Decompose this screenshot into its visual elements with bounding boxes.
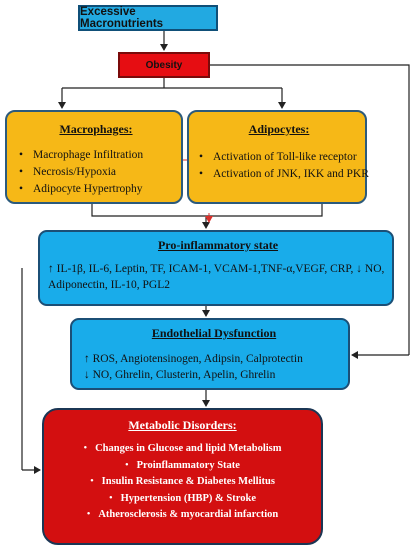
macrophages-item: Macrophage Infiltration [19,147,173,164]
line-obesity-to-right-rail [210,64,410,355]
endothelial-line-increase: ↑ ROS, Angiotensinogen, Adipsin, Calprot… [84,353,303,365]
endothelial-title: Endothelial Dysfunction [151,326,277,340]
adipocytes-node: Adipocytes: Activation of Toll-like rece… [187,110,369,204]
macrophages-item: Adipocyte Hypertrophy [19,181,173,198]
proinflammatory-text: ↑ IL-1β, IL-6, Leptin, TF, ICAM-1, VCAM-… [48,263,385,291]
adipocytes-title: Adipocytes: [248,122,310,136]
adipocytes-item: Activation of Toll-like receptor [199,149,359,166]
metabolic-item: Hypertension (HBP) & Stroke [48,491,317,508]
adipocytes-item: Activation of JNK, IKK and PKR [199,166,369,183]
metabolic-list: Changes in Glucose and lipid Metabolism … [48,441,317,524]
endothelial-line-decrease: ↓ NO, Ghrelin, Clusterin, Apelin, Ghreli… [84,369,276,381]
metabolic-item: Insulin Resistance & Diabetes Mellitus [48,474,317,491]
metabolic-title: Metabolic Disorders: [128,418,237,432]
macrophages-item: Necrosis/Hypoxia [19,164,173,181]
obesity-label: Obesity [145,59,183,71]
excessive-macronutrients-label: Excessive Macronutrients [80,6,164,30]
metabolic-item: Proinflammatory State [48,458,317,475]
metabolic-item: Atherosclerosis & myocardial infarction [48,507,317,524]
endothelial-dysfunction-node: Endothelial Dysfunction ↑ ROS, Angiotens… [70,318,350,390]
metabolic-item: Changes in Glucose and lipid Metabolism [48,441,317,458]
macrophages-title: Macrophages: [59,122,133,136]
adipocytes-list: Activation of Toll-like receptor Activat… [199,149,369,183]
proinflammatory-title: Pro-inflammatory state [157,238,279,252]
macrophages-list: Macrophage Infiltration Necrosis/Hypoxia… [19,147,173,198]
metabolic-disorders-node: Metabolic Disorders: Changes in Glucose … [42,408,323,545]
proinflammatory-node: Pro-inflammatory state ↑ IL-1β, IL-6, Le… [38,230,394,306]
macrophages-node: Macrophages: Macrophage Infiltration Nec… [5,110,183,204]
excessive-macronutrients-node: Excessive Macronutrients [78,5,218,31]
line-macrophages-merge [91,204,323,217]
obesity-node: Obesity [118,52,210,78]
